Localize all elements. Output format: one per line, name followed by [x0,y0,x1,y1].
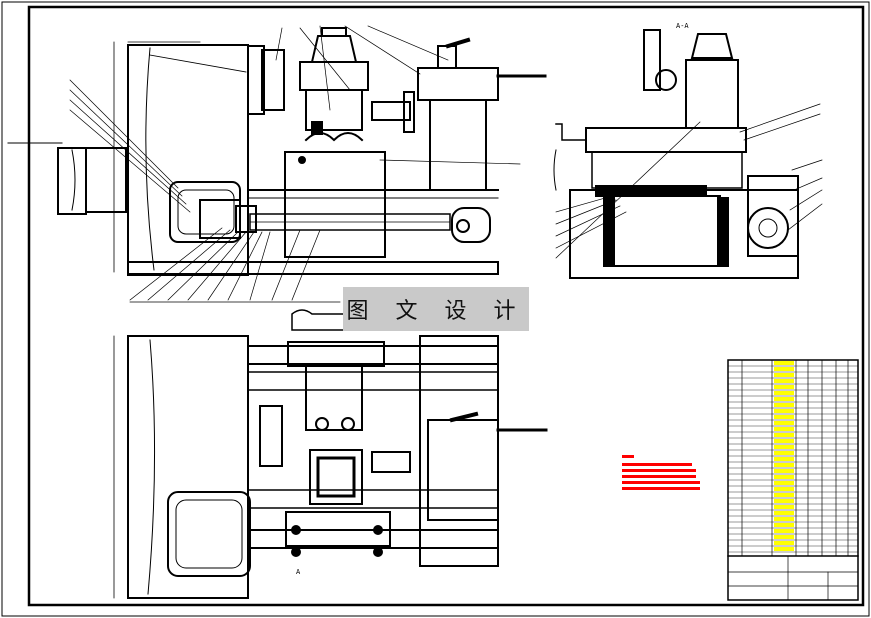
table-cell-highlight [774,463,794,467]
table-cell-highlight [774,409,794,413]
table-cell-highlight [774,445,794,449]
table-cell-highlight [774,541,794,545]
table-cell-highlight [774,421,794,425]
inner-frame [27,5,865,607]
table-cell-highlight [774,379,794,383]
section-marker: A [296,568,301,576]
table-cell-highlight [774,391,794,395]
table-cell-highlight [774,457,794,461]
table-cell-highlight [774,427,794,431]
watermark: 图 文 设 计 [343,287,529,331]
parts-list-rows [727,361,859,553]
table-cell-highlight [774,469,794,473]
technical-notes [622,455,700,490]
table-cell-highlight [774,385,794,389]
table-cell-highlight [774,493,794,497]
table-cell-highlight [774,439,794,443]
table-cell-highlight [774,523,794,527]
table-cell-highlight [774,361,794,365]
table-cell-highlight [774,367,794,371]
table-cell-highlight [774,373,794,377]
table-cell-highlight [774,433,794,437]
table-cell-highlight [774,517,794,521]
table-cell-highlight [774,475,794,479]
table-cell-highlight [774,397,794,401]
table-cell-highlight [774,547,794,551]
table-cell-highlight [774,403,794,407]
table-cell-highlight [774,499,794,503]
table-cell-highlight [774,535,794,539]
front-view [7,25,547,303]
table-cell-highlight [774,511,794,515]
section-label-aa: A-A [676,22,689,30]
section-view [553,29,823,279]
table-cell-highlight [774,487,794,491]
table-cell-highlight [774,481,794,485]
table-cell-highlight [774,415,794,419]
table-cell-highlight [774,451,794,455]
plan-view [113,309,548,599]
table-cell-highlight [774,505,794,509]
table-cell-highlight [774,529,794,533]
